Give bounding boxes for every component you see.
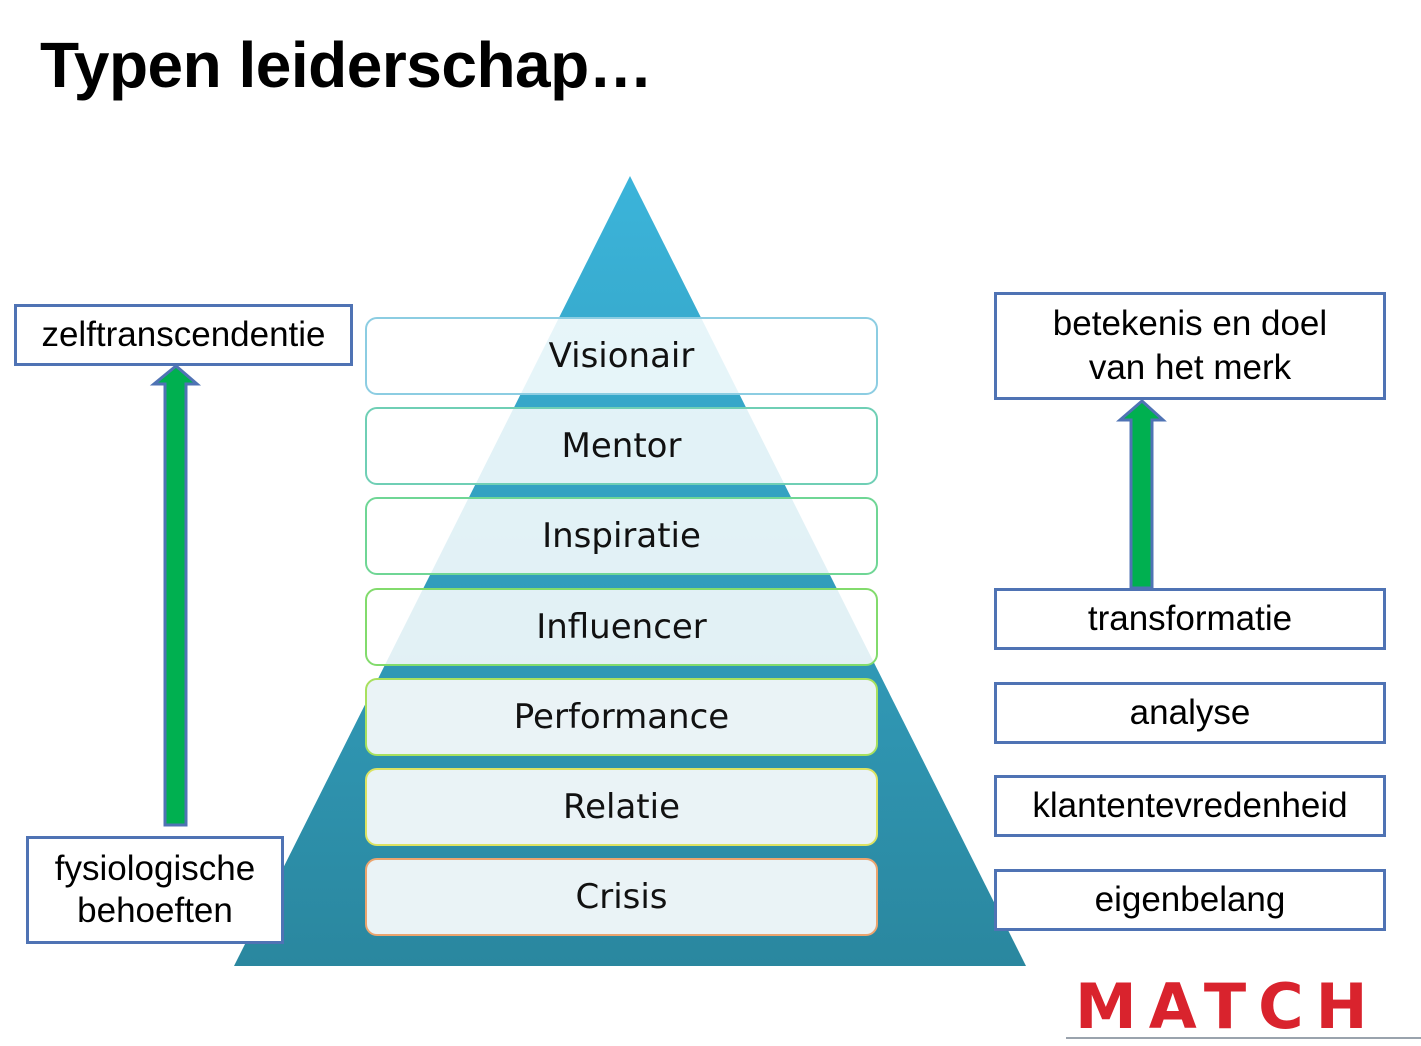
label-text: eigenbelang [1094, 880, 1286, 919]
label-eigenbelang: eigenbelang [994, 869, 1386, 931]
match-logo: MATCH [1075, 970, 1380, 1043]
label-zelftranscendentie: zelftranscendentie [14, 304, 353, 366]
label-text-line2: behoeften [77, 891, 233, 930]
label-analyse: analyse [994, 682, 1386, 744]
left-arrow [149, 364, 202, 827]
level-crisis: Crisis [365, 858, 878, 936]
slide-title: Typen leiderschap… [40, 29, 653, 101]
level-relatie: Relatie [365, 768, 878, 846]
label-text-line2: van het merk [1088, 348, 1292, 387]
label-text: analyse [1129, 693, 1251, 732]
right-arrow [1115, 398, 1167, 590]
level-influencer: Influencer [365, 588, 878, 666]
label-transformatie: transformatie [994, 588, 1386, 650]
level-visionair: Visionair [365, 317, 878, 395]
level-inspiratie: Inspiratie [365, 497, 878, 575]
label-betekenis-en-doel: betekenis en doel van het merk [994, 292, 1386, 400]
logo-underline [1066, 1037, 1421, 1039]
level-mentor: Mentor [365, 407, 878, 485]
label-fysiologische-behoeften: fysiologische behoeften [26, 836, 284, 944]
label-text-line1: fysiologische [54, 849, 256, 888]
label-text-line1: betekenis en doel [1052, 304, 1328, 343]
label-klantentevredenheid: klantentevredenheid [994, 775, 1386, 837]
label-text: zelftranscendentie [41, 315, 326, 354]
label-text: klantentevredenheid [1032, 786, 1348, 825]
label-text: transformatie [1087, 599, 1293, 638]
level-performance: Performance [365, 678, 878, 756]
